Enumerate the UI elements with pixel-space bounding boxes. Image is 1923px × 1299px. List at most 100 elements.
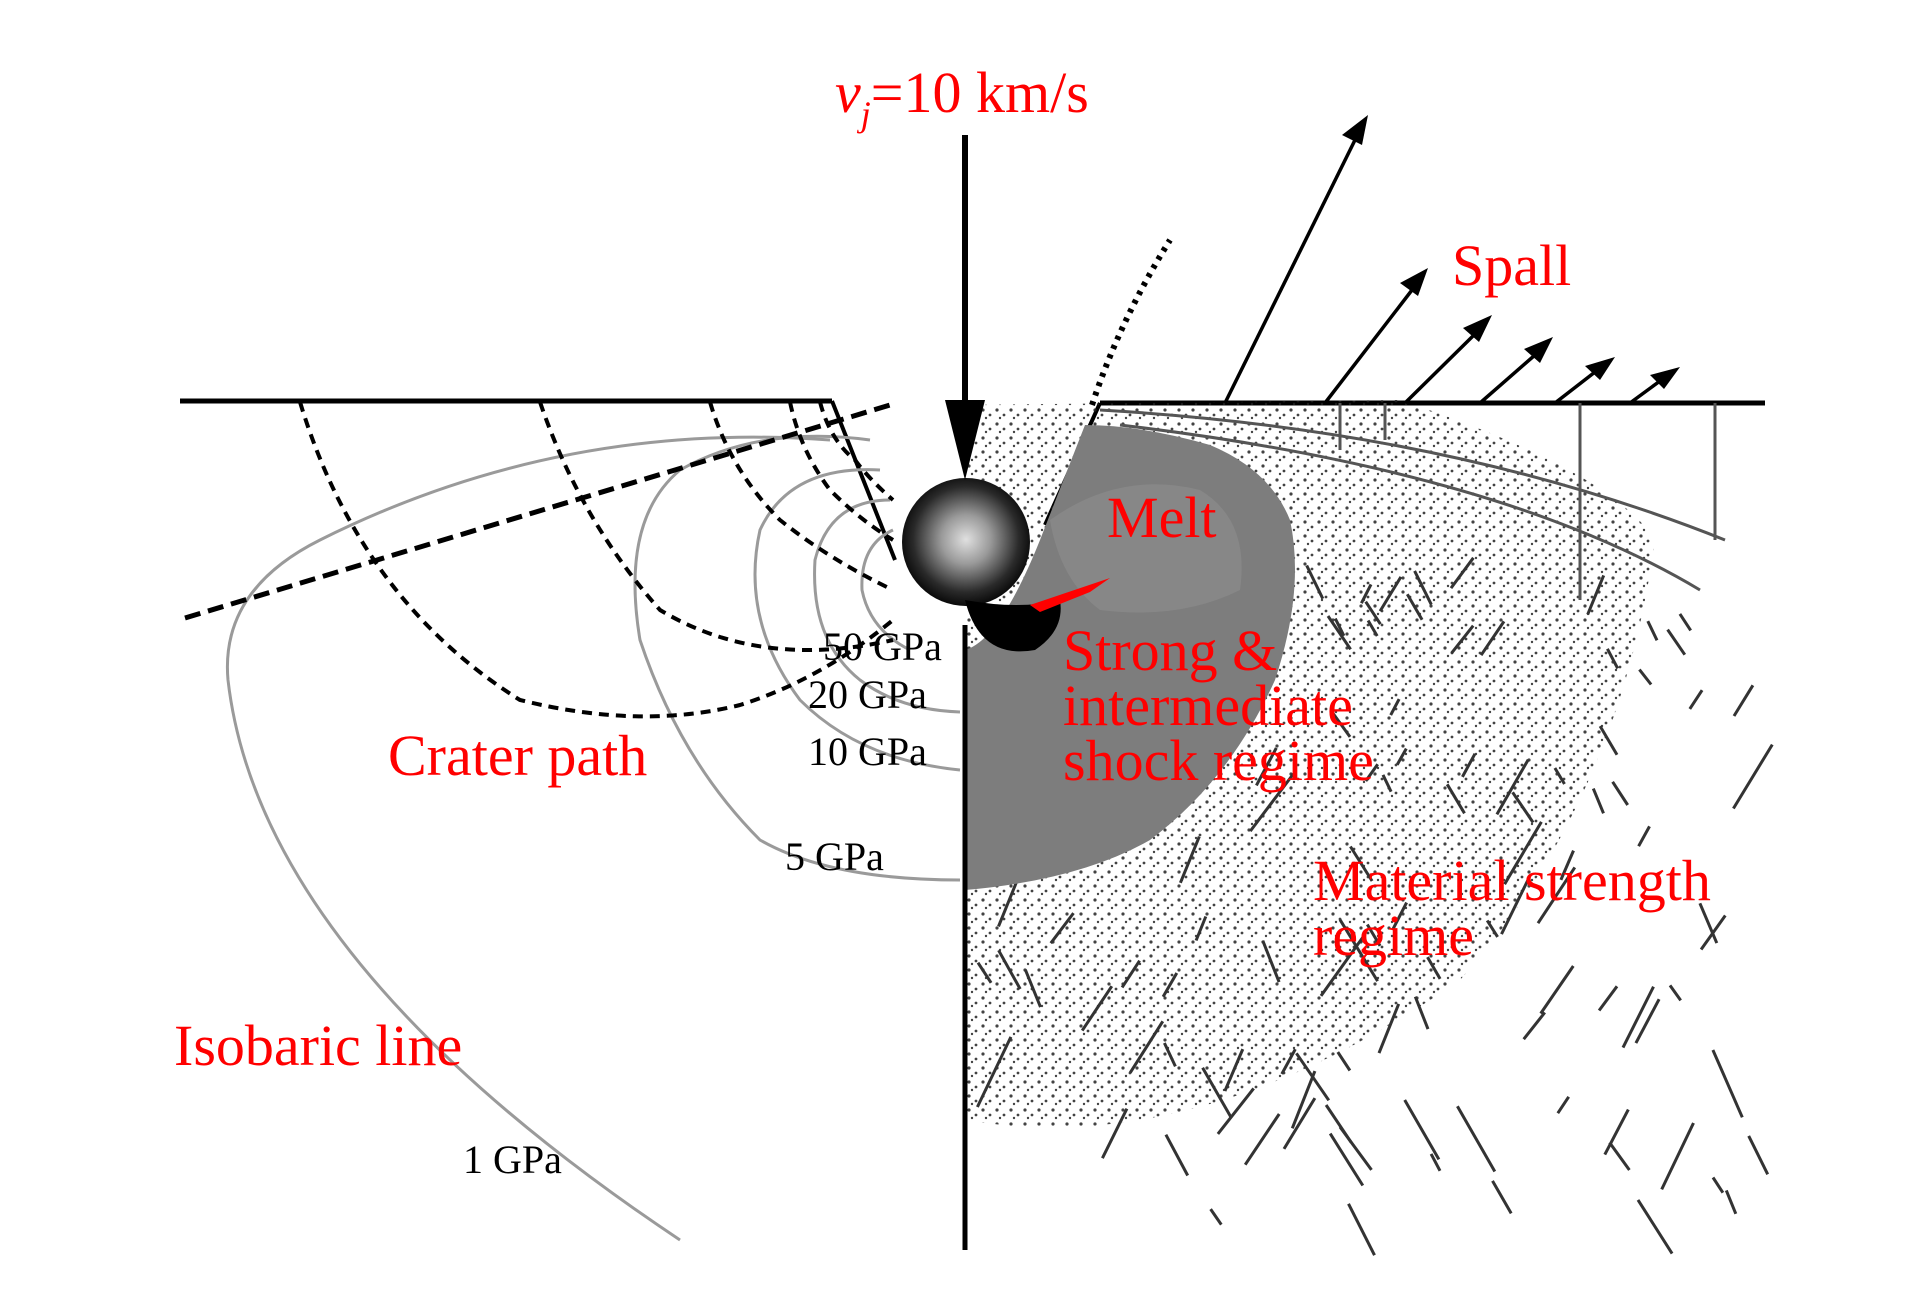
fracture-dash bbox=[1698, 902, 1719, 944]
fracture-dash bbox=[1282, 1097, 1317, 1150]
isobaric-line-label: Isobaric line bbox=[174, 1013, 462, 1078]
fracture-dash bbox=[1328, 1132, 1365, 1187]
fracture-dash bbox=[1426, 956, 1442, 980]
fracture-dash bbox=[1429, 1153, 1442, 1172]
velocity-arrowhead bbox=[945, 400, 985, 480]
fracture-dash bbox=[1261, 940, 1281, 983]
melt-label: Melt bbox=[1107, 485, 1217, 550]
fracture-dash bbox=[1347, 1203, 1376, 1256]
fracture-dash bbox=[1391, 901, 1408, 931]
fracture-dash bbox=[1209, 1208, 1223, 1226]
fracture-dash bbox=[1597, 985, 1619, 1012]
projectile-wake bbox=[965, 600, 1061, 652]
fracture-dash bbox=[1249, 772, 1295, 833]
fracture-dash bbox=[1201, 1067, 1233, 1119]
fracture-dash bbox=[1338, 1126, 1373, 1171]
fracture-dash bbox=[1450, 624, 1475, 655]
fracture-dash bbox=[1161, 972, 1179, 998]
fracture-dash bbox=[1330, 710, 1352, 738]
isobar-10gpa bbox=[753, 468, 961, 772]
shock-regime-label: Strong & intermediate shock regime bbox=[1063, 618, 1374, 793]
crater-paths bbox=[298, 401, 895, 719]
fracture-dash bbox=[1637, 825, 1651, 847]
fracture-dash bbox=[1080, 985, 1114, 1032]
fracture-dash bbox=[1598, 725, 1619, 756]
fracture-dash bbox=[1179, 836, 1201, 884]
projectile bbox=[902, 478, 1030, 606]
fracture-dash bbox=[1413, 996, 1430, 1030]
fracture-dash bbox=[1406, 593, 1424, 621]
fracture-dash bbox=[1305, 564, 1325, 600]
fracture-dash bbox=[1591, 788, 1605, 814]
crater-path-label: Crater path bbox=[388, 723, 647, 788]
fracture-dash bbox=[1319, 933, 1367, 997]
fracture-dash bbox=[1445, 783, 1466, 815]
isobaric-lines bbox=[225, 434, 961, 1242]
fracture-dash bbox=[997, 949, 1022, 990]
fracture-dash bbox=[1732, 684, 1755, 717]
fracture-dash bbox=[1364, 763, 1379, 782]
shock-front-line bbox=[184, 402, 891, 621]
pressure-5-label: 5 GPa bbox=[785, 834, 884, 879]
fracture-dash bbox=[1678, 613, 1692, 632]
fracture-dash bbox=[1364, 600, 1382, 625]
isobar-1gpa bbox=[225, 435, 831, 1242]
spall-arrows bbox=[1223, 115, 1680, 405]
fracture-dash bbox=[1666, 628, 1687, 656]
fracture-dash bbox=[1120, 959, 1141, 989]
fracture-dash bbox=[1711, 1176, 1725, 1194]
fracture-dash bbox=[1636, 1199, 1674, 1255]
fracture-dash bbox=[1608, 1141, 1631, 1171]
fracture-dash bbox=[1660, 1122, 1695, 1191]
fracture-dash bbox=[1485, 919, 1499, 938]
fracture-dash bbox=[1163, 1042, 1177, 1068]
fracture-dash bbox=[1606, 648, 1620, 670]
fracture-dash bbox=[1389, 698, 1401, 716]
fracture-dash bbox=[1586, 574, 1606, 615]
fracture-dash bbox=[1511, 791, 1535, 824]
fracture-dash bbox=[1377, 1003, 1401, 1054]
isobar-50gpa bbox=[860, 528, 911, 652]
pressure-50-label: 50 GPa bbox=[823, 624, 942, 669]
fracture-dash bbox=[1724, 1189, 1738, 1215]
fracture-dash bbox=[1349, 845, 1374, 882]
fracture-dash bbox=[1603, 1108, 1630, 1156]
fracture-dash bbox=[1049, 912, 1075, 945]
fracture-dash bbox=[1101, 1108, 1129, 1159]
fracture-dash bbox=[1491, 1180, 1513, 1215]
fracture-dash bbox=[1456, 1105, 1497, 1173]
fracture-dash bbox=[1668, 984, 1682, 1002]
fracture-dash bbox=[1747, 1135, 1770, 1175]
crater-wall-left bbox=[830, 400, 897, 561]
material-strength-label: Material strength regime bbox=[1313, 848, 1725, 968]
fracture-dash bbox=[1500, 876, 1531, 935]
velocity-label: vj=10 km/s bbox=[835, 60, 1089, 134]
pressure-20-label: 20 GPa bbox=[808, 672, 927, 717]
isobar-20gpa bbox=[813, 498, 961, 714]
fracture-dash bbox=[1395, 747, 1408, 766]
fracture-dash bbox=[1326, 615, 1352, 651]
isobar-5gpa bbox=[633, 434, 961, 882]
fracture-dash bbox=[1290, 1070, 1317, 1129]
fracture-dash bbox=[1378, 576, 1403, 612]
fracture-dash bbox=[1381, 774, 1393, 793]
spall-label: Spall bbox=[1452, 233, 1571, 298]
fracture-dash bbox=[1366, 619, 1379, 637]
fracture-dash bbox=[1413, 570, 1433, 606]
fracture-dash bbox=[1536, 866, 1577, 925]
fracture-dash bbox=[1479, 620, 1506, 657]
pressure-1-label: 1 GPa bbox=[463, 1137, 562, 1182]
fracture-dash bbox=[1194, 915, 1208, 942]
fracture-dash bbox=[1024, 969, 1042, 1008]
fracture-dash bbox=[1403, 1099, 1441, 1161]
fracture-dash bbox=[1522, 1011, 1546, 1041]
fracture-dash bbox=[1638, 668, 1653, 686]
fracture-dash bbox=[1336, 1051, 1352, 1072]
fracture-dash bbox=[1333, 617, 1346, 637]
fracture-dash bbox=[1556, 1095, 1570, 1115]
fracture-dash bbox=[1366, 923, 1382, 947]
spall-layer bbox=[1099, 403, 1726, 600]
fracture-dash bbox=[1699, 914, 1727, 951]
fracture-dash bbox=[1503, 821, 1543, 885]
